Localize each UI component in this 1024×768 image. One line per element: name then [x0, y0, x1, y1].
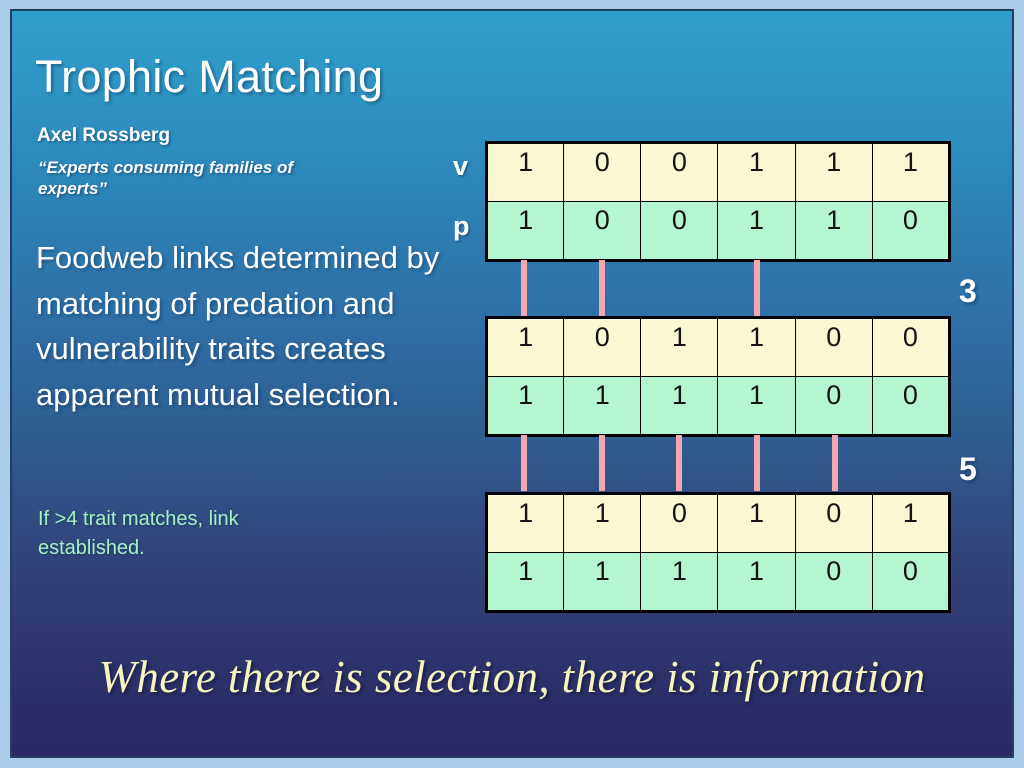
trait-cell[interactable]: 1 [794, 142, 873, 202]
trait-cell[interactable]: 1 [485, 552, 565, 612]
trait-cell[interactable]: 1 [871, 493, 951, 553]
row-label-vulnerability: v [453, 151, 469, 181]
trait-cell[interactable]: 1 [563, 493, 642, 553]
trait-cell[interactable]: 0 [871, 552, 951, 612]
body-paragraph: Foodweb links determined by matching of … [36, 240, 440, 412]
match-count-links-1-to-2: 3 [959, 273, 977, 309]
trait-cell[interactable]: 1 [485, 201, 565, 261]
trait-cell[interactable]: 1 [485, 317, 565, 377]
trait-cell[interactable]: 0 [794, 493, 873, 553]
trait-cell[interactable]: 0 [563, 317, 642, 377]
rule-note: If >4 trait matches, link established. [38, 508, 239, 559]
trait-cell[interactable]: 1 [717, 552, 796, 612]
trait-cell[interactable]: 0 [794, 317, 873, 377]
trait-cell[interactable]: 1 [871, 142, 951, 202]
trait-cell[interactable]: 0 [871, 317, 951, 377]
trait-cell[interactable]: 0 [794, 552, 873, 612]
trait-cell[interactable]: 1 [485, 376, 565, 436]
connector-line [598, 260, 605, 316]
author-name: Axel Rossberg [37, 125, 171, 146]
trait-cell[interactable]: 1 [717, 317, 796, 377]
connector-line [520, 435, 527, 491]
row-label-predation: p [453, 211, 470, 241]
footer-banner: Where there is selection, there is infor… [98, 652, 926, 702]
connector-line [598, 435, 605, 491]
trait-cell[interactable]: 0 [640, 493, 719, 553]
trait-cell[interactable]: 0 [563, 201, 642, 261]
trait-cell[interactable]: 1 [485, 142, 565, 202]
trait-cell[interactable]: 1 [640, 376, 719, 436]
trait-cell[interactable]: 1 [563, 552, 642, 612]
connector-line [676, 435, 683, 491]
trait-cell[interactable]: 0 [794, 376, 873, 436]
connector-group-links-2-to-3 [485, 435, 951, 491]
trait-cell[interactable]: 0 [563, 142, 642, 202]
connector-line [753, 260, 760, 316]
match-count-links-2-to-3: 5 [959, 451, 977, 487]
connector-line [753, 435, 760, 491]
page-title: Trophic Matching [35, 51, 384, 102]
trait-cell[interactable]: 1 [717, 201, 796, 261]
trait-cell[interactable]: 0 [640, 201, 719, 261]
trait-cell[interactable]: 1 [717, 376, 796, 436]
trait-cell[interactable]: 1 [794, 201, 873, 261]
trait-cell[interactable]: 0 [871, 376, 951, 436]
subtitle-quote: “Experts consuming families of experts” [38, 158, 294, 199]
trait-cell[interactable]: 1 [717, 142, 796, 202]
connector-line [520, 260, 527, 316]
trait-cell[interactable]: 1 [717, 493, 796, 553]
connector-line [831, 435, 838, 491]
trait-cell[interactable]: 1 [640, 317, 719, 377]
connector-group-links-1-to-2 [485, 260, 951, 316]
trait-cell[interactable]: 1 [640, 552, 719, 612]
trait-cell[interactable]: 0 [871, 201, 951, 261]
slide-canvas: Trophic Matching Axel Rossberg “Experts … [10, 9, 1014, 758]
trait-cell[interactable]: 1 [563, 376, 642, 436]
trait-cell[interactable]: 1 [485, 493, 565, 553]
trait-cell[interactable]: 0 [640, 142, 719, 202]
